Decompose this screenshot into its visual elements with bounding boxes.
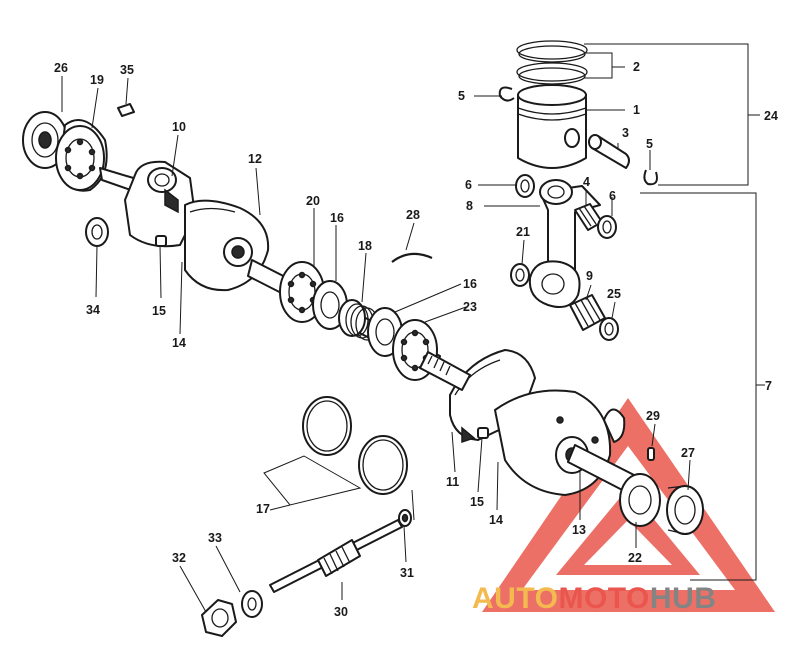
splined-shaft-part [419, 351, 471, 391]
watermark-text: AUTOMOTOHUB [472, 582, 716, 615]
callout-9: 9 [586, 269, 593, 283]
callout-25: 25 [607, 287, 621, 301]
callout-5-left: 5 [458, 89, 465, 103]
pin-29-part [647, 447, 655, 461]
callout-6-right: 6 [609, 189, 616, 203]
callout-29: 29 [646, 409, 660, 423]
callout-27: 27 [681, 446, 695, 460]
washer-33-part [241, 590, 263, 618]
callout-11: 11 [446, 475, 459, 489]
watermark-auto: AUTO [472, 582, 558, 615]
crank-web-left-part [124, 160, 196, 248]
callout-10: 10 [172, 120, 186, 134]
piston-rings-part [516, 40, 588, 85]
callout-16-left: 16 [330, 211, 344, 225]
washer-21-part [510, 263, 530, 287]
callout-14-right: 14 [489, 513, 503, 527]
callout-8: 8 [466, 199, 473, 213]
shim-washer-34-part [85, 217, 109, 247]
callout-24: 24 [764, 109, 778, 123]
callout-15-right: 15 [470, 495, 484, 509]
callout-4: 4 [583, 175, 590, 189]
connecting-rod-part [528, 179, 601, 308]
callout-30: 30 [334, 605, 348, 619]
thrust-washer-top-part [515, 174, 535, 198]
callout-26: 26 [54, 61, 68, 75]
drive-shaft-30-part [269, 519, 403, 593]
callout-19: 19 [90, 73, 104, 87]
piston-pin-part [588, 134, 630, 169]
bearing-22-part [619, 473, 661, 527]
callouts: 2 1 24 3 5 5 6 4 6 8 21 9 25 7 26 19 35 … [54, 60, 778, 619]
callout-22: 22 [628, 551, 642, 565]
callout-5-right: 5 [646, 137, 653, 151]
callout-1: 1 [633, 103, 640, 117]
crank-web-14-right-part [494, 389, 612, 496]
circlip-right-part [643, 169, 658, 186]
crank-pin-15-left-part [155, 235, 167, 247]
callout-21: 21 [516, 225, 530, 239]
nut-31-part [398, 509, 412, 527]
callout-20: 20 [306, 194, 320, 208]
callout-23: 23 [463, 300, 477, 314]
callout-3: 3 [622, 126, 629, 140]
ring-17-upper-part [302, 396, 352, 456]
callout-13: 13 [572, 523, 586, 537]
callout-12: 12 [248, 152, 262, 166]
callout-28: 28 [406, 208, 420, 222]
crank-pin-15-right-part [477, 427, 489, 439]
callout-6-left: 6 [465, 178, 472, 192]
main-bearing-19-part [55, 119, 108, 192]
callout-17: 17 [256, 502, 270, 516]
triangle-core-hole [584, 520, 672, 565]
watermark-hub: HUB [650, 582, 717, 615]
watermark-moto: MOTO [558, 582, 649, 615]
circlip-left-part [498, 86, 515, 102]
callout-7: 7 [765, 379, 772, 393]
nut-32-part [201, 599, 237, 637]
callout-18: 18 [358, 239, 372, 253]
washer-25-part [599, 317, 619, 341]
ring-17-lower-part [358, 435, 408, 495]
key-35-part [117, 103, 135, 117]
piston-part [517, 84, 587, 169]
retaining-ring-28-part [391, 252, 433, 263]
crank-web-right-part [184, 199, 270, 292]
callout-32: 32 [172, 551, 186, 565]
callout-35: 35 [120, 63, 134, 77]
callout-34: 34 [86, 303, 100, 317]
callout-14-left: 14 [172, 336, 186, 350]
callout-2: 2 [633, 60, 640, 74]
callout-31: 31 [400, 566, 414, 580]
seal-27-part [666, 485, 704, 535]
leader-lines [61, 43, 765, 613]
callout-33: 33 [208, 531, 222, 545]
callout-16-right: 16 [463, 277, 477, 291]
callout-15-left: 15 [152, 304, 166, 318]
thrust-washer-small-end-part [597, 215, 617, 239]
